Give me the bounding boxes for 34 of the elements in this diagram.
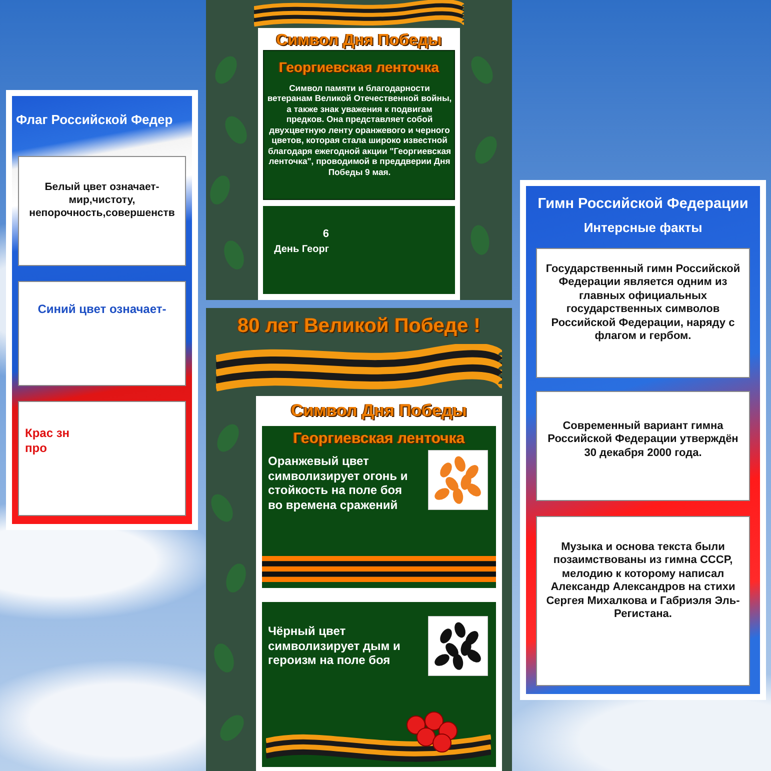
- section-heading: Георгиевская ленточка: [278, 59, 440, 76]
- info-text: Синий цвет означает-: [36, 302, 168, 317]
- info-text: Крас зн про: [25, 426, 70, 456]
- info-text: Чёрный цвет символизирует дым и героизм на поле боя: [268, 624, 402, 668]
- section-heading: Георгиевская ленточка: [292, 430, 466, 448]
- text-card: [263, 50, 455, 200]
- text-card: [536, 516, 750, 686]
- info-text: Музыка и основа текста были позаимствованы из гимна СССР, мелодию к которому написал Александр Александров на стихи Сергея Михалкова и Габриэля Эль-Регистана.: [545, 541, 741, 622]
- text-card: [18, 156, 186, 266]
- content-panel: [256, 396, 502, 771]
- info-text: Оранжевый цвет символизирует огонь и стойкость на поле боя во времена сражений: [268, 454, 409, 512]
- poster-panel: [206, 308, 512, 771]
- info-text: Современный вариант гимна Российской Федерации утверждён 30 декабря 2000 года.: [546, 420, 740, 460]
- poster-panel: [6, 90, 198, 530]
- poster-subtitle: Интерсные факты: [582, 220, 704, 236]
- text-card: [18, 281, 186, 386]
- poster-title: Флаг Российской Федер: [16, 112, 174, 128]
- text-card: [536, 391, 750, 501]
- info-text: Белый цвет означает- мир,чистоту, непорочность,совершенств: [28, 181, 176, 220]
- panel-title: Символ Дня Победы: [290, 401, 468, 422]
- poster-panel: [206, 0, 512, 300]
- poster-title: Символ Дня Победы: [275, 31, 443, 51]
- text-card: [263, 206, 455, 294]
- info-text: День Георг: [273, 244, 329, 256]
- info-text: 6: [322, 228, 329, 242]
- poster-title: Гимн Российской Федерации: [536, 196, 750, 214]
- text-card: [262, 602, 496, 767]
- poster-title: 80 лет Великой Победе !: [236, 314, 482, 338]
- text-card: [536, 248, 750, 378]
- info-text: Символ памяти и благодарности ветеранам Великой Отечественной войны, а также знак уважения к подвигам предков. Она представляет собой двухцветную ленту оранжевого и черного цветов, которая стала широко известной благодаря ежегодной акции "Георгиевская ленточка", проводимой в преддверии Дня Победы 9 мая.: [267, 83, 452, 178]
- text-card: [262, 426, 496, 588]
- info-text: Государственный гимн Российской Федерации является одним из главных официальных государственных символов Российской Федерации, наряду с флагом и гербом.: [544, 263, 742, 344]
- text-card: [18, 401, 186, 516]
- poster-panel: [520, 180, 766, 700]
